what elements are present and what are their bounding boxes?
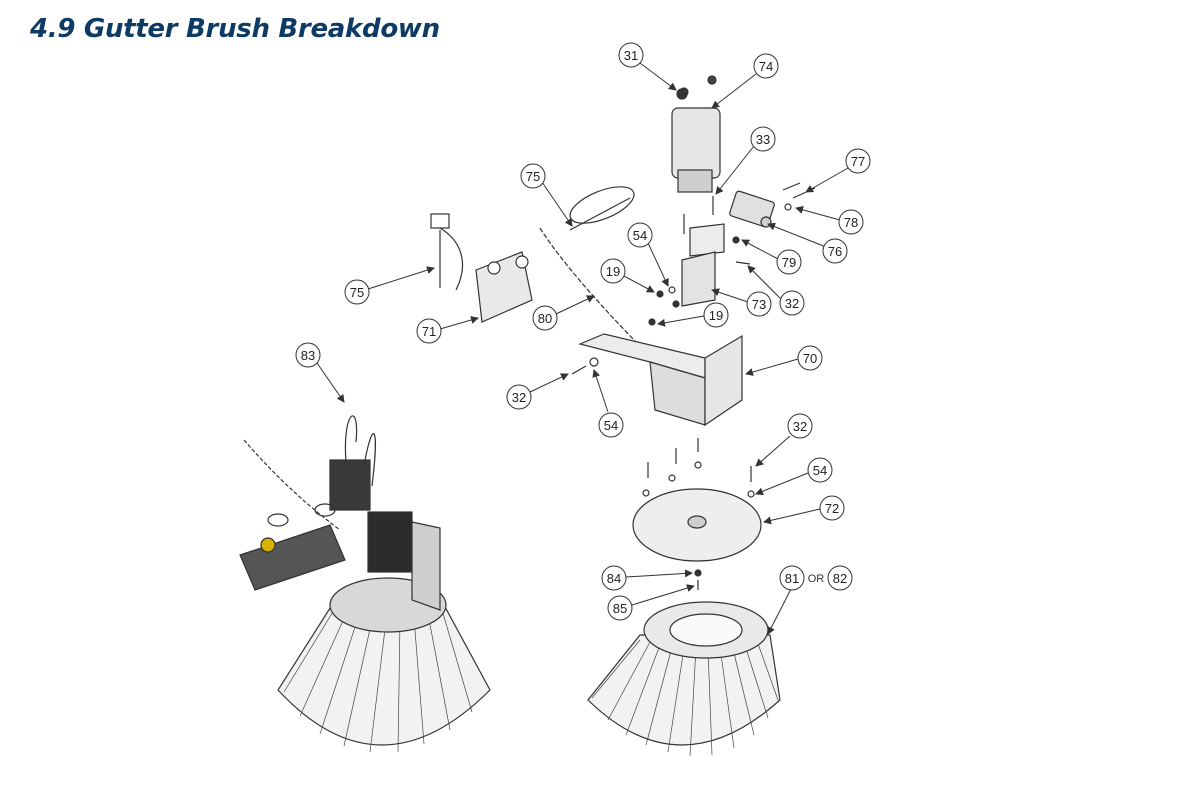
leader-lines [316, 62, 849, 635]
callout-78: 78 [838, 209, 864, 235]
svg-text:74: 74 [759, 59, 773, 74]
svg-text:83: 83 [301, 348, 315, 363]
callout-73: 73 [746, 291, 772, 317]
svg-text:75: 75 [350, 285, 364, 300]
svg-text:82: 82 [833, 571, 847, 586]
linch-pin-part [569, 186, 635, 231]
svg-text:54: 54 [604, 418, 618, 433]
svg-text:77: 77 [851, 154, 865, 169]
svg-text:85: 85 [613, 601, 627, 616]
screw-part [694, 569, 702, 590]
svg-text:19: 19 [709, 308, 723, 323]
svg-text:70: 70 [803, 351, 817, 366]
svg-text:32: 32 [793, 419, 807, 434]
svg-text:76: 76 [828, 244, 842, 259]
motor-part [671, 75, 721, 193]
svg-text:73: 73 [752, 297, 766, 312]
svg-text:79: 79 [782, 255, 796, 270]
disc-plate-part [632, 488, 762, 562]
mount-plate-part [681, 223, 751, 307]
valve-part [729, 190, 775, 228]
svg-text:75: 75 [526, 169, 540, 184]
linch-pin-part [430, 213, 464, 291]
callout-32: 32 [779, 290, 805, 316]
callout-54: 54 [598, 412, 624, 438]
callout-72: 72 [819, 495, 845, 521]
callout-32: 32 [506, 384, 532, 410]
callout-82: 82 [827, 565, 853, 591]
callout-81: 81 [779, 565, 805, 591]
svg-text:84: 84 [607, 571, 621, 586]
callout-19: 19 [703, 302, 729, 328]
svg-text:31: 31 [624, 48, 638, 63]
callout-76: 76 [822, 238, 848, 264]
callout-70: 70 [797, 345, 823, 371]
callout-85: 85 [607, 595, 633, 621]
callout-84: 84 [601, 565, 627, 591]
svg-text:78: 78 [844, 215, 858, 230]
page-title: 4.9 Gutter Brush Breakdown [30, 14, 440, 44]
callout-33: 33 [750, 126, 776, 152]
nut-part [676, 88, 688, 100]
callout-83: 83 [295, 342, 321, 368]
brush-part [587, 601, 781, 757]
arm-bracket-part [578, 333, 743, 427]
svg-text:33: 33 [756, 132, 770, 147]
bolt-part [642, 438, 755, 498]
callout-31: 31 [618, 42, 644, 68]
svg-text:54: 54 [633, 228, 647, 243]
callout-79: 79 [776, 249, 802, 275]
callout-75: 75 [520, 163, 546, 189]
svg-text:54: 54 [813, 463, 827, 478]
callout-80: 80 [532, 305, 558, 331]
or-label: OR [808, 573, 825, 585]
svg-text:71: 71 [422, 324, 436, 339]
callout-54: 54 [807, 457, 833, 483]
svg-text:81: 81 [785, 571, 799, 586]
svg-text:32: 32 [512, 390, 526, 405]
callout-19: 19 [600, 258, 626, 284]
callout-54: 54 [627, 222, 653, 248]
bolt-part [683, 196, 714, 234]
svg-text:80: 80 [538, 311, 552, 326]
pin-bracket-part [475, 251, 533, 323]
callout-74: 74 [753, 53, 779, 79]
bolt-part [571, 357, 599, 375]
callout-71: 71 [416, 318, 442, 344]
bolt-part [782, 182, 816, 211]
chain-part [539, 227, 637, 343]
svg-text:19: 19 [606, 264, 620, 279]
callout-75: 75 [344, 279, 370, 305]
callout-77: 77 [845, 148, 871, 174]
assembled-brush-unit-part [239, 415, 491, 753]
svg-text:72: 72 [825, 501, 839, 516]
washer-part [648, 286, 680, 326]
callout-32: 32 [787, 413, 813, 439]
svg-text:32: 32 [785, 296, 799, 311]
